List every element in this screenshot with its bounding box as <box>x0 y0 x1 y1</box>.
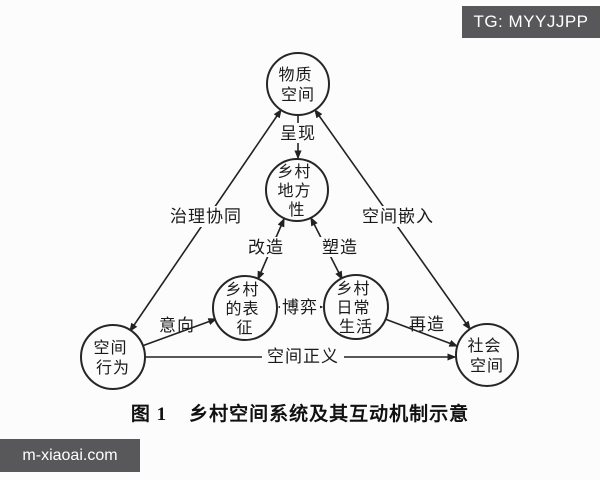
label-mask <box>167 206 245 227</box>
node-label: 乡村 地方 性 <box>277 163 316 219</box>
node-rural-representation: 乡村 的表 征 <box>212 275 278 341</box>
figure-caption: 图 1 乡村空间系统及其互动机制示意 <box>0 399 600 426</box>
edge-labels: 呈现 治理协同 空间嵌入 改造 塑造 博弈 意向 再造 空间正义 <box>159 124 445 366</box>
node-social-space: 社会 空间 <box>455 323 519 387</box>
figure-caption-label: 图 1 <box>130 404 168 425</box>
edge-spatial-embedding-label: 空间嵌入 <box>362 207 434 226</box>
node-label: 乡村 日常 生活 <box>336 280 375 336</box>
node-material-space: 物质 空间 <box>266 52 330 116</box>
edge-label-masks <box>167 123 437 367</box>
label-mask <box>319 237 361 257</box>
nodes: 物质 空间 乡村 地方 性 乡村 的表 征 <box>80 52 519 390</box>
node-label: 社会 空间 <box>467 337 506 375</box>
label-mask <box>262 346 344 367</box>
edge-present-label: 呈现 <box>280 124 316 143</box>
edge-spatial-justice-label: 空间正义 <box>267 347 339 366</box>
edge-intention-label: 意向 <box>159 316 195 335</box>
node-rural-daily-life: 乡村 日常 生活 <box>323 274 389 340</box>
label-mask <box>245 237 287 257</box>
site-watermark-badge: m-xiaoai.com <box>0 439 140 472</box>
node-circle <box>266 52 330 116</box>
node-circle <box>212 275 278 341</box>
site-watermark-text: m-xiaoai.com <box>22 446 118 464</box>
node-spatial-behavior: 空间 行为 <box>80 324 146 390</box>
tg-watermark-badge: TG: MYYJJPP <box>462 6 600 38</box>
label-mask <box>278 123 318 143</box>
node-label: 空间 行为 <box>93 339 132 377</box>
node-label: 物质 空间 <box>278 66 317 104</box>
label-mask <box>280 297 320 317</box>
edge-recreate-line <box>384 318 459 347</box>
label-mask <box>359 206 437 227</box>
edge-recreate-label: 再造 <box>409 315 445 334</box>
node-label: 乡村 的表 征 <box>225 281 264 337</box>
node-circle <box>80 324 146 390</box>
figure-caption-title: 乡村空间系统及其互动机制示意 <box>189 404 470 425</box>
edge-intention-line <box>141 318 218 347</box>
edge-shape-label: 塑造 <box>322 238 358 257</box>
node-rural-locality: 乡村 地方 性 <box>265 158 329 222</box>
edge-governance-synergy-label: 治理协同 <box>170 207 242 226</box>
node-circle <box>265 158 329 222</box>
node-circle <box>455 323 519 387</box>
edge-game-label: 博弈 <box>282 298 318 317</box>
node-circle <box>323 274 389 340</box>
edge-transform-label: 改造 <box>248 238 284 257</box>
tg-watermark-text: TG: MYYJJPP <box>473 12 589 31</box>
